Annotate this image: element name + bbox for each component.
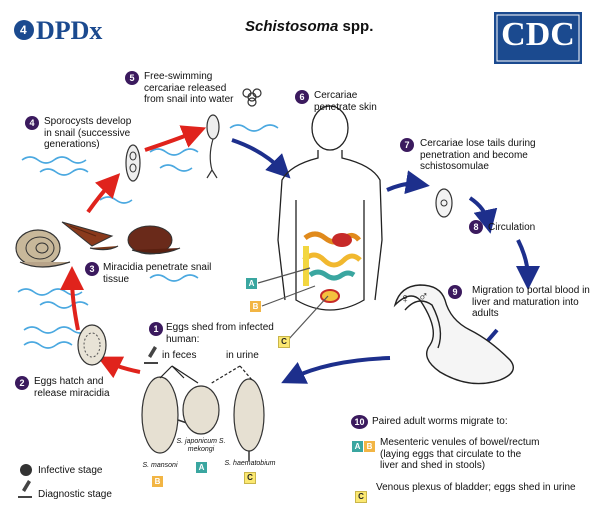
step-num-8: 8 — [469, 220, 483, 234]
female-symbol: ♀ — [400, 290, 411, 306]
dest-badge-A: A — [352, 441, 363, 452]
title-suffix: spp. — [338, 18, 374, 35]
arrow-4-to-3 — [86, 173, 121, 214]
dpdx-logo: DPDx — [36, 16, 102, 46]
step-label-8: Circulation — [488, 222, 536, 233]
feces-label: in feces — [162, 350, 197, 361]
human-body — [277, 105, 383, 311]
step-label-9: Migration to portal blood in liver and m… — [472, 285, 590, 319]
snails — [15, 221, 181, 268]
badge-leader-lines — [257, 267, 329, 341]
step-label-6: Cercariae penetrate skin — [314, 90, 377, 113]
step-num-7: 7 — [400, 138, 414, 152]
body-badge-C: C — [278, 336, 290, 348]
male-symbol: ♂ — [418, 288, 429, 304]
snail-planorbid — [15, 229, 71, 268]
step-num-6: 6 — [295, 90, 309, 104]
arrow-3-to-2 — [60, 266, 85, 331]
step-num-5: 5 — [125, 71, 139, 85]
urine-label: in urine — [226, 350, 259, 361]
schistosomulum — [435, 188, 453, 218]
step-label-10: Paired adult worms migrate to: — [372, 416, 508, 427]
egg-s-haematobium — [233, 378, 265, 461]
egg-tree-lines — [159, 365, 253, 385]
step-num-1: 1 — [149, 322, 163, 336]
biohazard-icon — [242, 88, 262, 107]
svg-text:4: 4 — [20, 23, 27, 37]
egg-badge-haematobium: C — [244, 472, 256, 484]
step-num-3: 3 — [85, 262, 99, 276]
arrow-adult-to-eggs — [281, 356, 391, 384]
dpdx-logo-text: DPDx — [36, 16, 103, 45]
step-label-7: Cercariae lose tails during penetration … — [420, 138, 536, 172]
legend-diagnostic: Diagnostic stage — [38, 489, 112, 500]
microscope-icon-legend — [18, 480, 32, 498]
water-waves — [17, 124, 279, 349]
legend-infective: Infective stage — [38, 465, 103, 476]
step-num-9: 9 — [448, 285, 462, 299]
egg-species-japonicum: S. japonicum S. mekongi — [176, 438, 226, 453]
sporocyst — [125, 144, 141, 182]
body-badge-A: A — [246, 278, 257, 289]
arrow-5-to-6 — [231, 138, 291, 179]
arrow-7-to-8 — [468, 196, 498, 234]
egg-badge-mansoni: B — [152, 476, 163, 487]
body-badge-B: B — [250, 301, 261, 312]
red-arrows — [60, 125, 207, 379]
adult-worms — [393, 284, 514, 385]
title-genus: Schistosoma — [245, 18, 339, 35]
step-label-1: Eggs shed from infected human: — [166, 322, 274, 345]
cdc-logo-text: CDC — [501, 16, 575, 53]
egg-s-japonicum — [182, 385, 220, 435]
arrow-6-to-7 — [386, 170, 430, 195]
arrow-2-to-1 — [97, 356, 141, 379]
cdc-logo — [494, 12, 582, 64]
step-num-4: 4 — [25, 116, 39, 130]
egg-species-haematobium: S. haematobium — [224, 460, 276, 467]
egg-species-mansoni: S. mansoni — [142, 462, 178, 469]
step-label-4: Sporocysts develop in snail (successive … — [44, 116, 132, 150]
step-label-5: Free-swimming cercariae released from sn… — [144, 71, 234, 105]
dpdx-logo-mark: 4 — [14, 20, 34, 40]
snail-conical — [61, 221, 119, 251]
egg-badge-japonicum: A — [196, 462, 207, 473]
microscope-icon — [144, 346, 158, 364]
arrow-8-to-9 — [515, 239, 540, 290]
step-label-3: Miracidia penetrate snail tissue — [103, 262, 212, 285]
step-label-2: Eggs hatch and release miracidia — [34, 376, 110, 399]
dest-badge-B: B — [364, 441, 375, 452]
step-num-10: 10 — [351, 415, 368, 429]
page-title: Schistosoma spp. — [245, 18, 373, 35]
intestines — [302, 231, 362, 303]
egg-s-mansoni — [141, 376, 191, 454]
biohazard-icon-legend — [20, 464, 32, 476]
step-num-2: 2 — [15, 376, 29, 390]
arrow-5-to-4 — [144, 125, 207, 152]
dest-badge-C: C — [355, 491, 367, 503]
dest-text-2: Venous plexus of bladder; eggs shed in u… — [376, 482, 576, 493]
miracidium — [77, 324, 107, 366]
snail-round — [127, 225, 181, 255]
dest-text-1: Mesenteric venules of bowel/rectum (layi… — [380, 437, 540, 471]
cercaria-free — [206, 114, 220, 179]
